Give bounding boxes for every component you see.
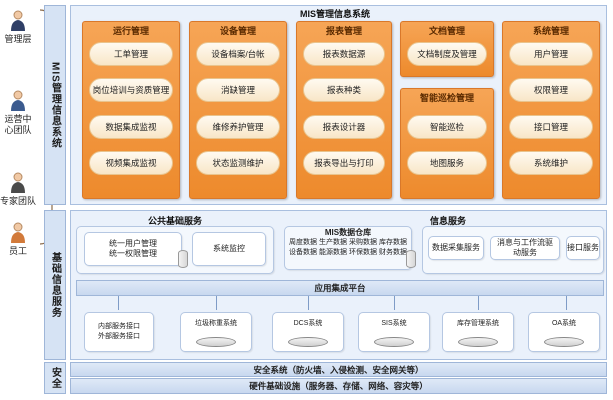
system-label: 库存管理系统 xyxy=(457,320,499,327)
tier-label-mis: MIS管理信息系统 xyxy=(44,5,66,205)
user-management: 管理层 xyxy=(0,10,36,45)
system-label: DCS系统 xyxy=(293,320,323,327)
database-icon xyxy=(374,337,414,347)
module-item[interactable]: 设备档案/台帐 xyxy=(196,42,280,66)
tier-label-base: 基础信息服务 xyxy=(44,210,66,360)
module-document: 文档管理 文档制度及管理 xyxy=(400,21,494,77)
user-label: 专家团队 xyxy=(0,196,37,206)
system-label: OA系统 xyxy=(551,320,577,327)
module-item[interactable]: 报表种类 xyxy=(303,78,385,102)
warehouse-item: 生产数据 xyxy=(319,239,347,246)
warehouse-item: 环保数据 xyxy=(349,249,377,256)
module-inspection: 智能巡检管理 智能巡检 地图服务 xyxy=(400,88,494,199)
person-icon xyxy=(11,222,25,243)
module-title: 报表管理 xyxy=(325,26,362,36)
external-system-inventory[interactable]: 库存管理系统 xyxy=(442,312,514,352)
module-report: 报表管理 报表数据源 报表种类 报表设计器 报表导出与打印 xyxy=(296,21,392,199)
connector-line xyxy=(566,296,567,310)
user-label: 管理层 xyxy=(4,34,32,44)
module-title: 系统管理 xyxy=(532,26,569,36)
module-item[interactable]: 地图服务 xyxy=(407,151,487,175)
module-item[interactable]: 报表设计器 xyxy=(303,115,385,139)
public-services-title: 公共基础服务 xyxy=(148,216,203,226)
module-item[interactable]: 报表导出与打印 xyxy=(303,151,385,175)
mis-title: MIS管理信息系统 xyxy=(300,9,371,19)
database-icon xyxy=(196,337,236,347)
warehouse-item: 能源数据 xyxy=(319,249,347,256)
module-item[interactable]: 岗位培训与资质管理 xyxy=(89,78,173,102)
module-title: 设备管理 xyxy=(219,26,256,36)
database-icon xyxy=(458,337,498,347)
security-system-bar: 安全系统（防火墙、入侵检测、安全网关等） xyxy=(70,362,607,377)
user-label: 运营中心团队 xyxy=(4,114,32,135)
external-system-oa[interactable]: OA系统 xyxy=(528,312,600,352)
module-equipment: 设备管理 设备档案/台帐 消缺管理 维修养护管理 状态监测维护 xyxy=(189,21,287,199)
system-label: SIS系统 xyxy=(381,320,407,327)
module-item[interactable]: 状态监测维护 xyxy=(196,151,280,175)
external-system-sis[interactable]: SIS系统 xyxy=(358,312,430,352)
connector-line xyxy=(394,296,395,310)
person-icon xyxy=(11,10,25,31)
module-item[interactable]: 文档制度及管理 xyxy=(407,42,487,66)
connector-line xyxy=(478,296,479,310)
system-label: 垃圾称重系统 xyxy=(195,320,237,327)
service-interfaces[interactable]: 内部服务接口 外部服务接口 xyxy=(84,312,154,352)
module-title: 智能巡检管理 xyxy=(419,93,474,103)
user-operations: 运营中心团队 xyxy=(0,90,36,136)
hardware-infrastructure-bar: 硬件基础设施（服务器、存储、网络、容灾等） xyxy=(70,378,607,394)
warehouse-item: 采购数据 xyxy=(349,239,377,246)
connector-line xyxy=(118,296,119,310)
warehouse-item: 库存数据 xyxy=(379,239,407,246)
integration-platform: 应用集成平台 xyxy=(76,280,604,296)
data-collection-service[interactable]: 数据采集服务 xyxy=(428,236,484,260)
person-icon xyxy=(11,90,25,111)
module-operation: 运行管理 工单管理 岗位培训与资质管理 数据集成监视 视频集成监视 xyxy=(82,21,180,199)
message-workflow-service[interactable]: 消息与工作流驱动服务 xyxy=(490,236,560,260)
tier-label-safety: 安全 xyxy=(44,362,66,394)
module-item[interactable]: 工单管理 xyxy=(89,42,173,66)
data-warehouse: MIS数据仓库 周度数据 生产数据 采购数据 库存数据 设备数据 能源数据 环保… xyxy=(284,226,412,270)
module-item[interactable]: 维修养护管理 xyxy=(196,115,280,139)
module-title: 文档管理 xyxy=(428,26,465,36)
external-system-weighing[interactable]: 垃圾称重系统 xyxy=(180,312,252,352)
database-icon xyxy=(406,250,416,268)
database-icon xyxy=(288,337,328,347)
info-services-title: 信息服务 xyxy=(430,216,467,226)
connector-line xyxy=(308,296,309,310)
user-label: 员工 xyxy=(8,246,27,256)
database-icon xyxy=(544,337,584,347)
module-item[interactable]: 消缺管理 xyxy=(196,78,280,102)
module-item[interactable]: 视频集成监视 xyxy=(89,151,173,175)
user-experts: 专家团队 xyxy=(0,172,36,207)
module-title: 运行管理 xyxy=(112,26,149,36)
module-item[interactable]: 接口管理 xyxy=(509,115,593,139)
warehouse-item: 周度数据 xyxy=(289,239,317,246)
warehouse-item: 设备数据 xyxy=(289,249,317,256)
warehouse-item: 财务数据 xyxy=(379,249,407,256)
module-item[interactable]: 用户管理 xyxy=(509,42,593,66)
module-item[interactable]: 系统维护 xyxy=(509,151,593,175)
module-system: 系统管理 用户管理 权限管理 接口管理 系统维护 xyxy=(502,21,600,199)
system-monitor[interactable]: 系统监控 xyxy=(192,232,266,266)
connector-line xyxy=(216,296,217,310)
module-item[interactable]: 智能巡检 xyxy=(407,115,487,139)
external-system-dcs[interactable]: DCS系统 xyxy=(272,312,344,352)
person-icon xyxy=(11,172,25,193)
interface-service[interactable]: 接口服务 xyxy=(566,236,600,260)
user-staff: 员工 xyxy=(0,222,36,257)
warehouse-title: MIS数据仓库 xyxy=(324,228,372,237)
module-item[interactable]: 数据集成监视 xyxy=(89,115,173,139)
module-item[interactable]: 权限管理 xyxy=(509,78,593,102)
module-item[interactable]: 报表数据源 xyxy=(303,42,385,66)
unified-user-auth[interactable]: 统一用户管理 统一权限管理 xyxy=(84,232,182,266)
database-icon xyxy=(178,250,188,268)
